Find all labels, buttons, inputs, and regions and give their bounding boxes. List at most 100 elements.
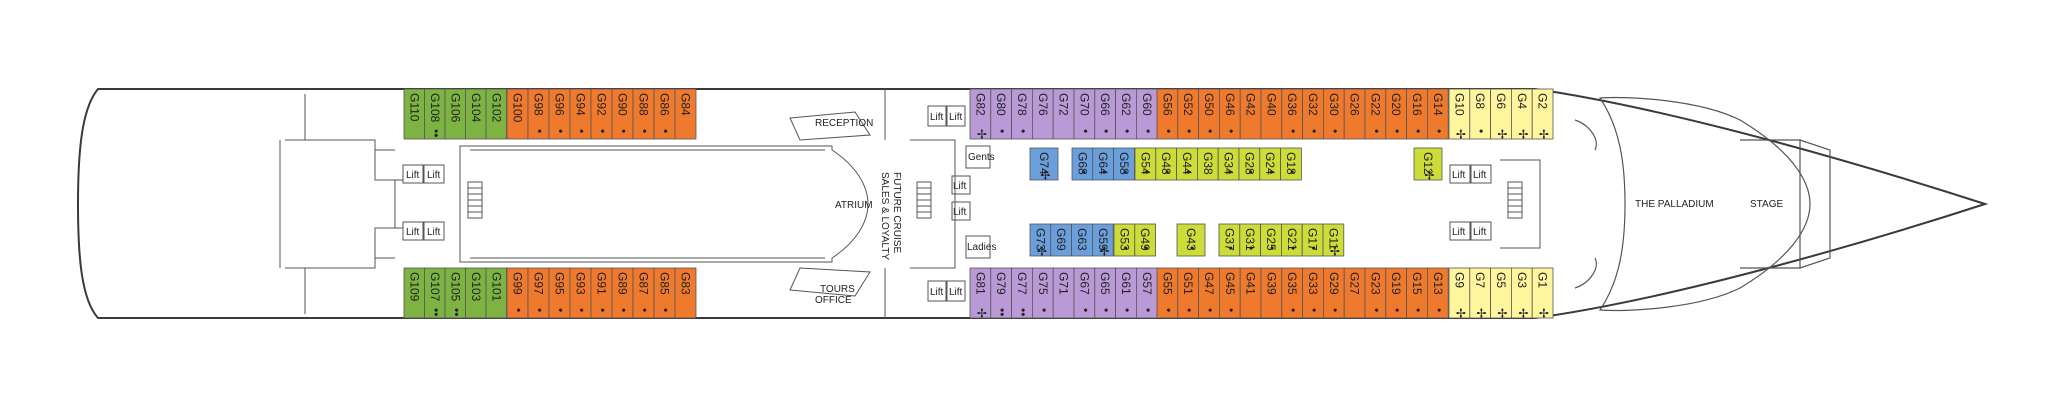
- cabin-g90[interactable]: G90•: [611, 88, 634, 140]
- cabin-g55[interactable]: G55•: [1156, 267, 1179, 319]
- cabin-g99[interactable]: G99•: [506, 267, 529, 319]
- cabin-g61[interactable]: G61•: [1115, 267, 1137, 319]
- cabin-g73[interactable]: G73✢: [1029, 223, 1052, 257]
- cabin-g75[interactable]: G75•: [1032, 267, 1054, 319]
- cabin-g5[interactable]: G5✢: [1490, 267, 1512, 319]
- cabin-g32[interactable]: G32•: [1302, 88, 1324, 140]
- cabin-g27[interactable]: G27: [1343, 267, 1366, 319]
- cabin-g98[interactable]: G98•: [527, 88, 550, 140]
- cabin-g81[interactable]: G81✢: [969, 267, 992, 319]
- cabin-g78[interactable]: G78•: [1011, 88, 1033, 140]
- cabin-g12[interactable]: G12✢: [1413, 147, 1443, 181]
- cabin-g46[interactable]: G46•: [1219, 88, 1241, 140]
- cabin-g23[interactable]: G23•: [1364, 267, 1387, 319]
- cabin-g69[interactable]: G69: [1050, 223, 1073, 257]
- cabin-g43[interactable]: G43•: [1176, 223, 1206, 257]
- cabin-g84[interactable]: G84: [674, 88, 697, 140]
- cabin-g50[interactable]: G50•: [1198, 88, 1220, 140]
- cabin-g96[interactable]: G96•: [548, 88, 571, 140]
- cabin-g60[interactable]: G60•: [1136, 88, 1158, 140]
- cabin-g11[interactable]: G11✢: [1322, 223, 1345, 257]
- cabin-g100[interactable]: G100: [506, 88, 529, 140]
- cabin-g17[interactable]: G17•: [1301, 223, 1324, 257]
- cabin-g16[interactable]: G16•: [1406, 88, 1428, 140]
- cabin-g31[interactable]: G31•: [1239, 223, 1262, 257]
- cabin-g62[interactable]: G62•: [1115, 88, 1137, 140]
- cabin-g103[interactable]: G103: [465, 267, 487, 319]
- cabin-g38[interactable]: G38: [1197, 147, 1219, 181]
- cabin-g77[interactable]: G77••: [1011, 267, 1033, 319]
- cabin-g36[interactable]: G36•: [1281, 88, 1304, 140]
- cabin-g67[interactable]: G67•: [1073, 267, 1096, 319]
- cabin-g26[interactable]: G26: [1343, 88, 1366, 140]
- cabin-g92[interactable]: G92•: [590, 88, 613, 140]
- cabin-g35[interactable]: G35•: [1281, 267, 1304, 319]
- cabin-g24[interactable]: G24•: [1259, 147, 1282, 181]
- cabin-g109[interactable]: G109: [403, 267, 425, 319]
- cabin-g107[interactable]: G107••: [424, 267, 446, 319]
- cabin-g71[interactable]: G71: [1052, 267, 1075, 319]
- cabin-g108[interactable]: G108••: [424, 88, 446, 140]
- cabin-g87[interactable]: G87•: [632, 267, 655, 319]
- cabin-g9[interactable]: G9✢: [1448, 267, 1471, 319]
- cabin-g52[interactable]: G52•: [1177, 88, 1200, 140]
- cabin-g28[interactable]: G28•: [1238, 147, 1261, 181]
- cabin-g41[interactable]: G41: [1239, 267, 1262, 319]
- cabin-g47[interactable]: G47•: [1198, 267, 1220, 319]
- cabin-g105[interactable]: G105••: [444, 267, 466, 319]
- cabin-g89[interactable]: G89•: [611, 267, 634, 319]
- cabin-g95[interactable]: G95•: [548, 267, 571, 319]
- cabin-g86[interactable]: G86•: [653, 88, 676, 140]
- cabin-g4[interactable]: G4✢: [1511, 88, 1533, 140]
- cabin-g15[interactable]: G15•: [1406, 267, 1428, 319]
- cabin-g18[interactable]: G18•: [1280, 147, 1302, 181]
- cabin-g64[interactable]: G64•: [1092, 147, 1115, 181]
- cabin-g39[interactable]: G39: [1260, 267, 1283, 319]
- cabin-g30[interactable]: G30•: [1323, 88, 1345, 140]
- cabin-g2[interactable]: G2✢: [1531, 88, 1554, 140]
- cabin-g53[interactable]: G53•: [1113, 223, 1136, 257]
- cabin-g76[interactable]: G76: [1032, 88, 1054, 140]
- cabin-g56[interactable]: G56•: [1156, 88, 1179, 140]
- cabin-g37[interactable]: G37•: [1218, 223, 1241, 257]
- cabin-g80[interactable]: G80•: [990, 88, 1012, 140]
- cabin-g82[interactable]: G82✢: [969, 88, 992, 140]
- cabin-g29[interactable]: G29•: [1323, 267, 1345, 319]
- cabin-g33[interactable]: G33•: [1302, 267, 1324, 319]
- cabin-g66[interactable]: G66•: [1094, 88, 1117, 140]
- cabin-g104[interactable]: G104: [465, 88, 487, 140]
- cabin-g19[interactable]: G19•: [1385, 267, 1408, 319]
- cabin-g3[interactable]: G3✢: [1511, 267, 1533, 319]
- cabin-g51[interactable]: G51•: [1177, 267, 1200, 319]
- cabin-g25[interactable]: G25•: [1260, 223, 1282, 257]
- cabin-g110[interactable]: G110: [403, 88, 425, 140]
- cabin-g85[interactable]: G85•: [653, 267, 676, 319]
- cabin-g102[interactable]: G102: [485, 88, 507, 140]
- cabin-g59[interactable]: G59✢: [1092, 223, 1114, 257]
- cabin-g68[interactable]: G68•: [1071, 147, 1094, 181]
- cabin-g65[interactable]: G65•: [1094, 267, 1117, 319]
- cabin-g14[interactable]: G14•: [1427, 88, 1449, 140]
- cabin-g44[interactable]: G44•: [1176, 147, 1198, 181]
- cabin-g6[interactable]: G6✢: [1490, 88, 1512, 140]
- cabin-g106[interactable]: G106: [444, 88, 466, 140]
- cabin-g8[interactable]: G8•: [1469, 88, 1492, 140]
- cabin-g48[interactable]: G48•: [1155, 147, 1178, 181]
- cabin-g45[interactable]: G45•: [1219, 267, 1241, 319]
- cabin-g74[interactable]: G74✢: [1029, 147, 1059, 181]
- cabin-g7[interactable]: G7✢: [1469, 267, 1492, 319]
- cabin-g21[interactable]: G21•: [1281, 223, 1303, 257]
- cabin-g79[interactable]: G79••: [990, 267, 1012, 319]
- cabin-g97[interactable]: G97•: [527, 267, 550, 319]
- cabin-g20[interactable]: G20•: [1385, 88, 1408, 140]
- cabin-g63[interactable]: G63: [1071, 223, 1093, 257]
- cabin-g88[interactable]: G88•: [632, 88, 655, 140]
- cabin-g22[interactable]: G22•: [1364, 88, 1387, 140]
- cabin-g70[interactable]: G70•: [1073, 88, 1096, 140]
- cabin-g1[interactable]: G1✢: [1531, 267, 1554, 319]
- cabin-g40[interactable]: G40: [1260, 88, 1283, 140]
- cabin-g34[interactable]: G34•: [1217, 147, 1240, 181]
- cabin-g83[interactable]: G83: [674, 267, 697, 319]
- cabin-g54[interactable]: G54•: [1134, 147, 1157, 181]
- cabin-g93[interactable]: G93•: [569, 267, 592, 319]
